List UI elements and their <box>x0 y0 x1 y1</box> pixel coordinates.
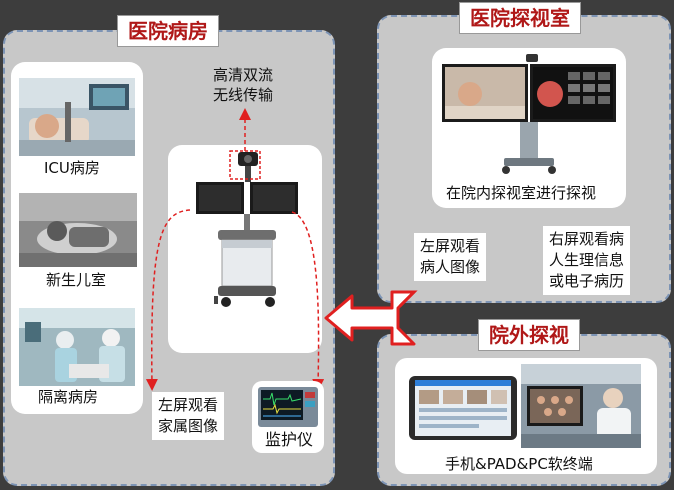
visit-room-title: 医院探视室 <box>459 2 581 34</box>
icu-room-label: ICU病房 <box>44 159 100 177</box>
icu-room-photo <box>19 78 135 156</box>
patient-monitor-image <box>258 387 318 427</box>
isolation-room-photo <box>19 308 135 386</box>
remote-title: 院外探视 <box>478 319 580 351</box>
remote-caption: 手机&PAD&PC软终端 <box>445 455 593 473</box>
transmission-label: 高清双流 无线传输 <box>213 66 274 104</box>
patient-info-label: 右屏观看病 人生理信息 或电子病历 <box>543 226 631 295</box>
family-image-label: 左屏观看 家属图像 <box>152 392 225 440</box>
monitor-label: 监护仪 <box>265 430 314 449</box>
nicu-room-label: 新生儿室 <box>46 271 107 289</box>
patient-image-label: 左屏观看 病人图像 <box>414 233 487 281</box>
video-cart-image <box>188 150 308 320</box>
isolation-room-label: 隔离病房 <box>38 388 99 406</box>
visit-room-caption: 在院内探视室进行探视 <box>446 184 597 202</box>
ward-panel-title: 医院病房 <box>117 15 219 47</box>
nicu-room-photo <box>19 193 137 267</box>
remote-devices-image <box>405 362 643 450</box>
visit-room-terminal-image <box>440 54 618 178</box>
